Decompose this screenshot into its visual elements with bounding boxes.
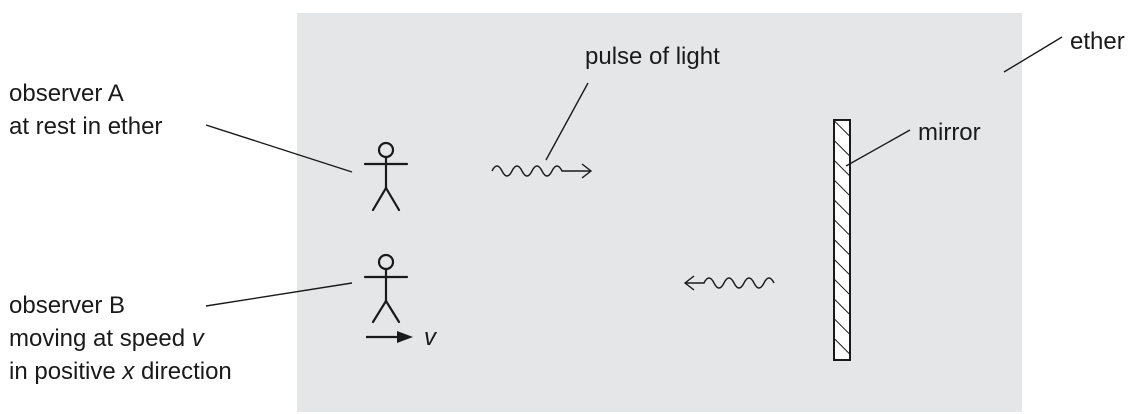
light-pulse-left <box>683 275 775 291</box>
observer-a-label-line2: at rest in ether <box>9 113 162 140</box>
pulse-leader-line <box>545 82 589 161</box>
observer-b-line2-text: moving at speed <box>9 325 192 352</box>
mirror-leader-line <box>845 129 911 167</box>
observer-b-figure <box>363 253 409 324</box>
velocity-label: v <box>424 324 438 351</box>
observer-a-figure <box>363 141 409 212</box>
observer-b-line3-suffix: direction <box>134 358 231 385</box>
observer-a-leader-line <box>205 124 353 173</box>
observer-b-axis-symbol: x <box>121 358 135 385</box>
observer-b-label-line1: observer B <box>9 292 125 319</box>
observer-b-speed-symbol: v <box>192 325 206 352</box>
ether-region <box>297 13 1022 412</box>
ether-leader-line <box>1003 36 1063 73</box>
mirror-label: mirror <box>918 119 981 146</box>
pulse-label: pulse of light <box>585 43 720 70</box>
velocity-arrow <box>366 331 413 343</box>
observer-a-label-line1: observer A <box>9 80 124 107</box>
observer-b-label-line3: in positive x direction <box>9 358 232 385</box>
mirror-hatching <box>833 119 851 361</box>
observer-b-line3-prefix: in positive <box>9 358 122 385</box>
observer-b-leader-line <box>205 282 353 307</box>
ether-label: ether <box>1070 28 1125 55</box>
observer-b-label-line2: moving at speed v <box>9 325 206 352</box>
light-pulse-right <box>491 163 593 179</box>
